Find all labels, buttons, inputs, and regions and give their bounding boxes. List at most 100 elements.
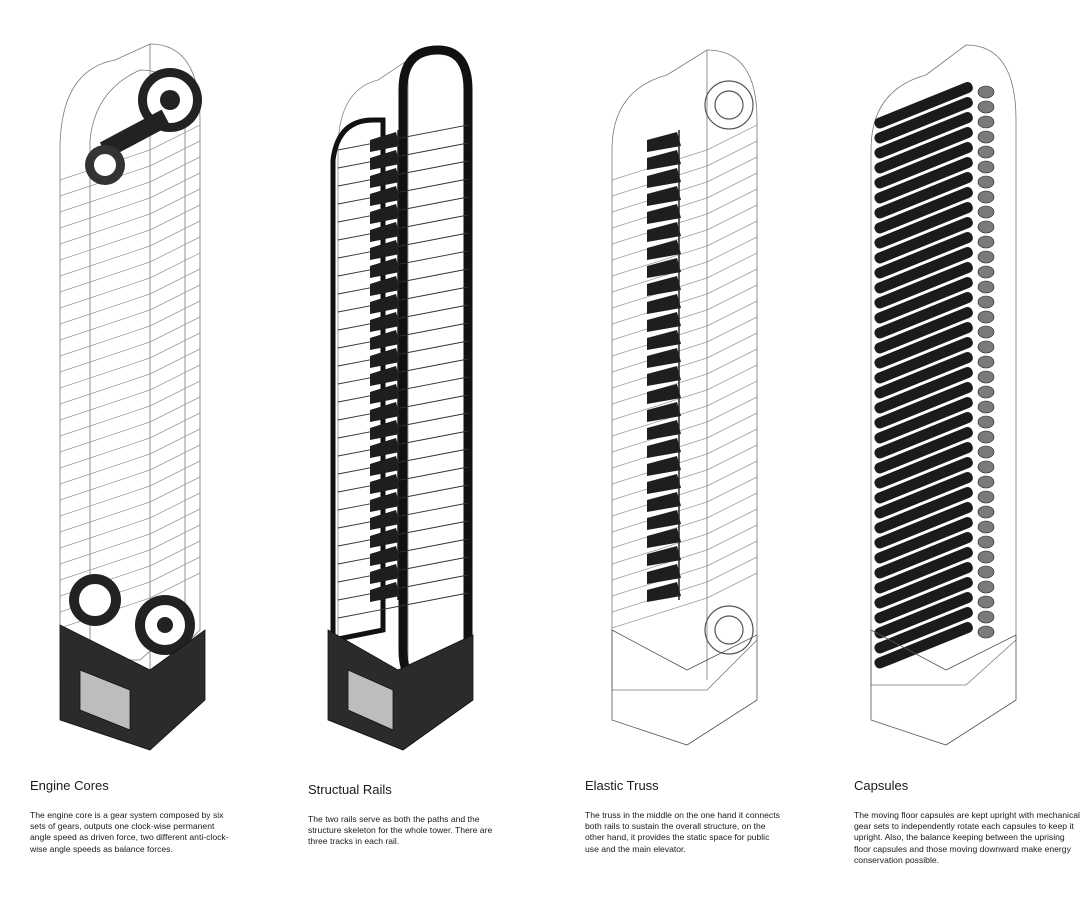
floor-line	[611, 492, 758, 549]
bottom-gear-set	[69, 574, 195, 655]
capsule	[874, 142, 973, 189]
capsule	[874, 517, 973, 564]
truss-segment	[647, 510, 681, 530]
floor-line	[611, 124, 758, 181]
capsule-end	[977, 430, 995, 444]
floor-line	[59, 524, 201, 581]
rail-tie	[337, 124, 469, 151]
rail-gears	[704, 80, 754, 655]
capsules-illustration	[870, 44, 1017, 746]
truss-segment	[370, 168, 400, 188]
truss-segment	[647, 546, 681, 566]
truss-segment	[370, 312, 400, 332]
capsule	[874, 367, 973, 414]
desc-capsules: The moving floor capsules are kept uprig…	[854, 810, 1080, 865]
truss-segment	[647, 186, 681, 206]
capsule	[874, 82, 973, 129]
capsule	[874, 217, 973, 264]
truss-segment	[647, 492, 681, 512]
truss-segment	[647, 258, 681, 278]
capsule	[874, 472, 973, 519]
capsule	[874, 262, 973, 309]
truss-segment	[370, 150, 400, 170]
truss-segment	[647, 222, 681, 242]
rail-tie	[337, 592, 469, 619]
base-foundation	[327, 629, 474, 751]
capsule-end	[977, 190, 995, 204]
truss-segment	[647, 312, 681, 332]
capsule-end	[977, 505, 995, 519]
floor-line	[611, 268, 758, 325]
capsule-end	[977, 370, 995, 384]
truss-segment	[647, 348, 681, 368]
floor-line	[59, 508, 201, 565]
capsule	[874, 607, 973, 654]
floor-line	[59, 380, 201, 437]
floor-line	[59, 444, 201, 501]
floor-line	[611, 140, 758, 197]
title-capsules: Capsules	[854, 778, 909, 793]
rail-tie	[337, 520, 469, 547]
floor-plates	[611, 124, 758, 629]
rail-ties	[337, 124, 469, 619]
capsule-end	[977, 265, 995, 279]
rail-tie	[337, 430, 469, 457]
panel-engine-cores: Engine Cores The engine core is a gear s…	[0, 0, 270, 900]
rail-tie	[337, 484, 469, 511]
central-truss	[370, 130, 400, 602]
truss-segment	[647, 330, 681, 350]
truss-segment	[647, 294, 681, 314]
floor-line	[611, 572, 758, 629]
floor-line	[611, 508, 758, 565]
truss-segment	[370, 420, 400, 440]
floor-line	[59, 220, 201, 277]
capsule	[874, 337, 973, 384]
floor-line	[59, 428, 201, 485]
capsule-end	[977, 160, 995, 174]
capsule-end	[977, 220, 995, 234]
capsule-end	[977, 130, 995, 144]
capsule	[874, 232, 973, 279]
floor-line	[59, 236, 201, 293]
floor-line	[59, 348, 201, 405]
capsule-end	[977, 520, 995, 534]
rail-tie	[337, 214, 469, 241]
base-foundation	[611, 629, 758, 746]
capsule	[874, 112, 973, 159]
rail-tie	[337, 268, 469, 295]
truss-segment	[647, 240, 681, 260]
desc-engine-cores: The engine core is a gear system compose…	[30, 810, 229, 854]
floor-plates	[59, 124, 201, 629]
truss-segment	[370, 438, 400, 458]
floor-capsules	[874, 82, 995, 669]
floor-line	[59, 268, 201, 325]
capsule-end	[977, 610, 995, 624]
truss-segment	[647, 132, 681, 152]
floor-line	[611, 348, 758, 405]
tower-outline	[611, 49, 758, 691]
truss-segment	[647, 564, 681, 584]
rail-tie	[337, 178, 469, 205]
capsule-end	[977, 400, 995, 414]
floor-line	[611, 220, 758, 277]
capsule	[874, 457, 973, 504]
rail-tie	[337, 304, 469, 331]
floor-line	[611, 428, 758, 485]
capsule	[874, 307, 973, 354]
capsule	[874, 577, 973, 624]
truss-segment	[647, 168, 681, 188]
capsule-end	[977, 460, 995, 474]
truss-segment	[370, 348, 400, 368]
panel-capsules: Capsules The moving floor capsules are k…	[826, 0, 1080, 900]
truss-segment	[647, 420, 681, 440]
floor-line	[59, 364, 201, 421]
truss-segment	[370, 222, 400, 242]
floor-line	[59, 396, 201, 453]
title-structual-rails: Structual Rails	[308, 782, 392, 797]
floor-line	[59, 172, 201, 229]
rail-tie	[337, 286, 469, 313]
truss-segment	[370, 240, 400, 260]
floor-line	[59, 300, 201, 357]
truss-segment	[370, 294, 400, 314]
capsule-end	[977, 250, 995, 264]
